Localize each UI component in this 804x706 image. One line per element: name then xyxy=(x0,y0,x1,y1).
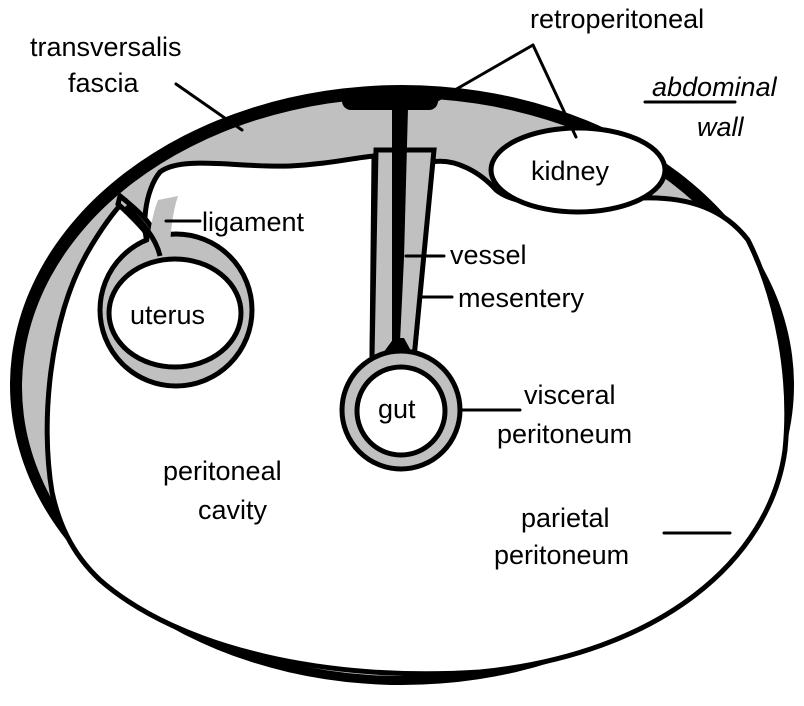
label-kidney: kidney xyxy=(531,156,610,186)
label-uterus: uterus xyxy=(130,300,205,330)
retroperitoneal-bar xyxy=(342,90,438,110)
label-visceral-peritoneum: peritoneum xyxy=(497,419,632,449)
label-cavity: cavity xyxy=(198,495,268,525)
label-fascia: fascia xyxy=(68,68,140,98)
label-ligament: ligament xyxy=(202,207,305,237)
label-wall: wall xyxy=(697,112,745,142)
label-parietal: parietal xyxy=(521,503,610,533)
label-parietal-peritoneum: peritoneum xyxy=(494,540,629,570)
label-vessel: vessel xyxy=(450,240,527,270)
label-transversalis: transversalis xyxy=(30,32,182,62)
label-gut: gut xyxy=(378,394,416,424)
label-abdominal: abdominal xyxy=(652,72,778,102)
transversalis-fascia-leader xyxy=(176,84,242,130)
label-retroperitoneal: retroperitoneal xyxy=(530,4,704,34)
label-peritoneal: peritoneal xyxy=(163,456,282,486)
label-mesentery: mesentery xyxy=(458,283,585,313)
label-visceral: visceral xyxy=(524,380,616,410)
